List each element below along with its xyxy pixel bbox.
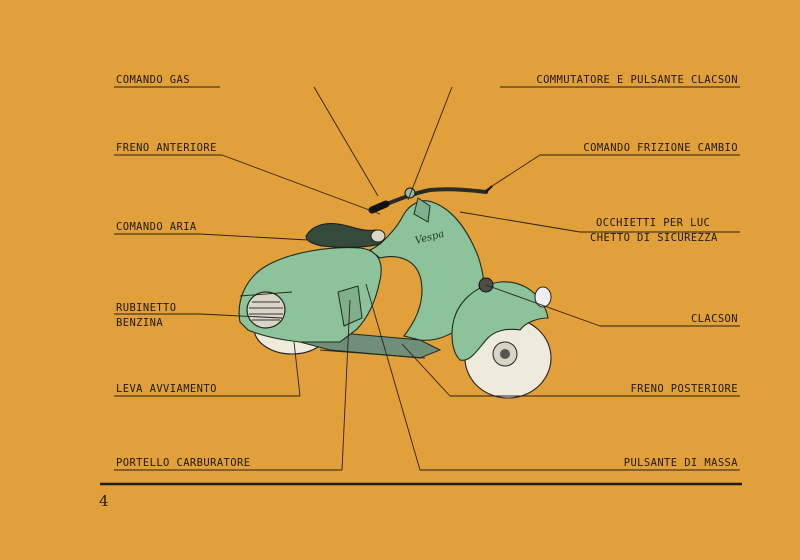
headlamp xyxy=(534,286,552,308)
label-portello-carburatore: PORTELLO CARBURATORE xyxy=(116,457,250,469)
leg-shield xyxy=(370,200,484,341)
scooter-illustration: Vespa xyxy=(238,185,552,399)
page-number: 4 xyxy=(99,492,109,510)
label-comando-aria: COMANDO ARIA xyxy=(116,221,197,233)
label-freno-anteriore: FRENO ANTERIORE xyxy=(116,142,217,154)
label-leva-avviamento: LEVA AVVIAMENTO xyxy=(116,383,217,395)
label-freno-posteriore: FRENO POSTERIORE xyxy=(630,383,738,395)
leader-lines xyxy=(100,86,742,486)
label-commutatore: COMMUTATORE E PULSANTE CLACSON xyxy=(536,74,738,86)
label-comando-frizione: COMANDO FRIZIONE CAMBIO xyxy=(583,142,738,154)
labels: COMANDO GAS FRENO ANTERIORE COMANDO ARIA… xyxy=(99,74,738,510)
label-clacson: CLACSON xyxy=(691,313,738,325)
label-rubinetto-line2: BENZINA xyxy=(116,317,163,329)
label-comando-gas: COMANDO GAS xyxy=(116,74,190,86)
rear-light xyxy=(246,291,286,329)
label-occhietti-line1: OCCHIETTI PER LUC xyxy=(596,217,710,229)
label-pulsante-massa: PULSANTE DI MASSA xyxy=(624,457,739,469)
label-rubinetto-line1: RUBINETTO xyxy=(116,302,177,314)
label-occhietti-line2: CHETTO DI SICUREZZA xyxy=(590,232,718,244)
front-fender xyxy=(452,281,548,361)
